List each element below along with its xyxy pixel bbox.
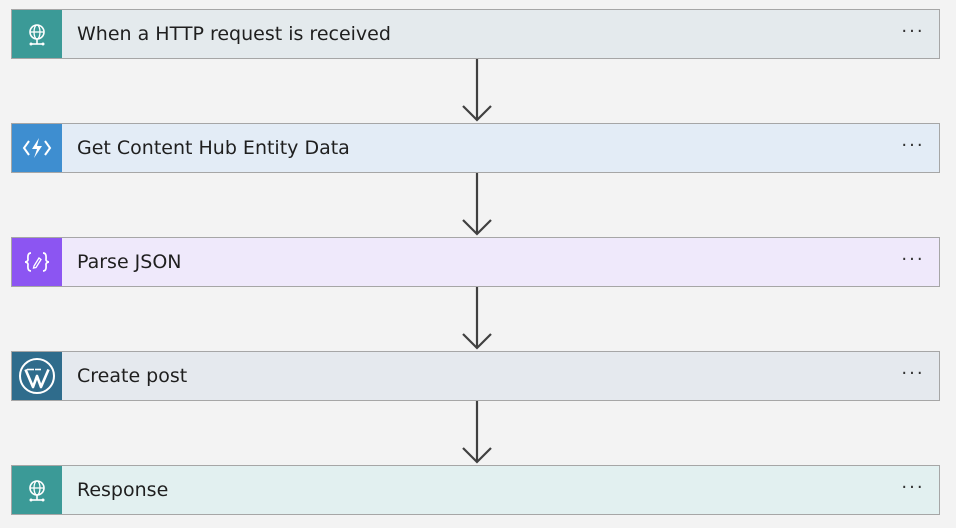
step-3-icon-box: [12, 238, 62, 286]
wordpress-icon: [19, 358, 55, 394]
step-get-content-hub-entity-data[interactable]: Get Content Hub Entity Data ···: [11, 123, 940, 173]
step-response[interactable]: Response ···: [11, 465, 940, 515]
azure-function-icon: [22, 138, 52, 158]
connector-arrow-3: [462, 287, 492, 350]
step-4-more-options-button[interactable]: ···: [901, 362, 925, 384]
step-2-icon-box: [12, 124, 62, 172]
step-4-icon-box: [12, 352, 62, 400]
http-request-icon: [29, 24, 45, 46]
connector-arrow-4: [462, 401, 492, 464]
step-1-icon-box: [12, 10, 62, 58]
step-4-label: Create post: [77, 365, 188, 387]
step-parse-json[interactable]: Parse JSON ···: [11, 237, 940, 287]
step-1-label: When a HTTP request is received: [77, 23, 391, 45]
response-icon: [29, 480, 45, 502]
step-2-label: Get Content Hub Entity Data: [77, 137, 350, 159]
step-create-post[interactable]: Create post ···: [11, 351, 940, 401]
connector-arrow-1: [462, 59, 492, 122]
connector-arrow-2: [462, 173, 492, 236]
step-5-icon-box: [12, 466, 62, 514]
step-5-more-options-button[interactable]: ···: [901, 476, 925, 498]
parse-json-icon: [24, 252, 50, 272]
step-2-more-options-button[interactable]: ···: [901, 134, 925, 156]
step-5-label: Response: [77, 479, 169, 501]
step-3-label: Parse JSON: [77, 251, 182, 273]
step-when-http-request-received[interactable]: When a HTTP request is received ···: [11, 9, 940, 59]
step-3-more-options-button[interactable]: ···: [901, 248, 925, 270]
step-1-more-options-button[interactable]: ···: [901, 20, 925, 42]
